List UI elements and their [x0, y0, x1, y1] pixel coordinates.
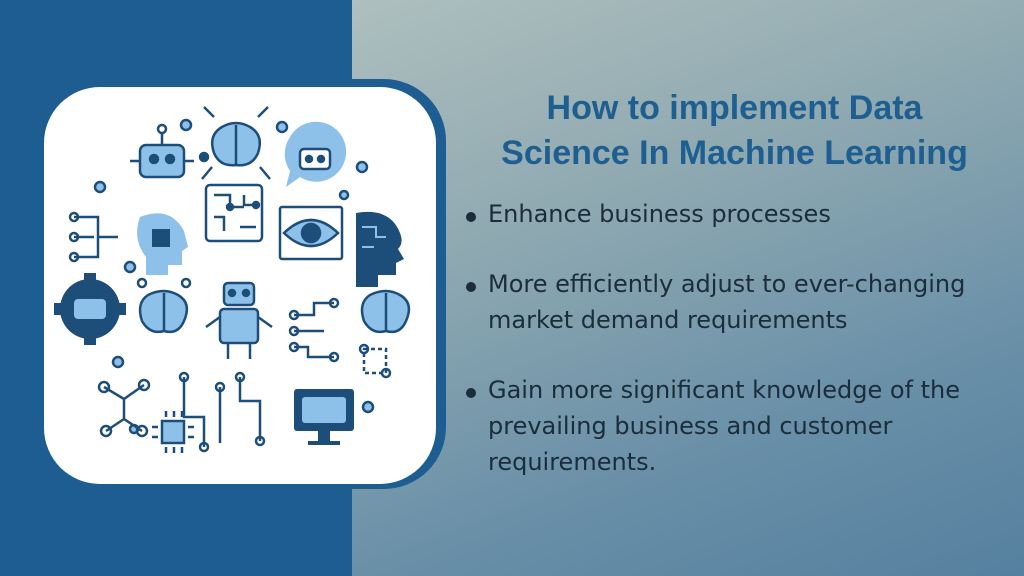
- bullet-dot: [466, 212, 476, 222]
- circuit-board-icon: [204, 183, 264, 243]
- brain-icon: [136, 277, 192, 334]
- brain-circuit-icon: [201, 106, 271, 180]
- circuit-board-icon: [288, 297, 340, 363]
- humanoid-robot-icon: [205, 281, 273, 359]
- bullet-item: Enhance business processes: [466, 196, 1006, 232]
- bullet-item: More efficiently adjust to ever-changing…: [466, 266, 1006, 338]
- bullet-text: Gain more significant knowledge of the: [488, 376, 961, 404]
- bullet-list: Enhance business processes More efficien…: [466, 196, 1006, 480]
- slide-title: How to implement Data Science In Machine…: [452, 86, 1017, 176]
- brain-icon: [360, 289, 411, 334]
- bullet-text: prevailing business and customer: [488, 412, 893, 440]
- bullet-dot: [466, 282, 476, 292]
- bullet-text: market demand requirements: [488, 306, 848, 334]
- illustration-card: [44, 87, 436, 484]
- circuit-nodes: [68, 118, 390, 435]
- chip-icon: [152, 411, 194, 453]
- bullet-text: requirements.: [488, 448, 657, 476]
- eye-icon: [278, 205, 344, 261]
- robot-icon: [130, 123, 194, 179]
- bullet-text: More efficiently adjust to ever-changing: [488, 270, 966, 298]
- title-line-2: Science In Machine Learning: [501, 134, 968, 172]
- network-icon: [97, 378, 151, 438]
- ai-head-icon: [356, 211, 404, 287]
- bullet-text: Enhance business processes: [488, 200, 831, 228]
- bullet-dot: [466, 388, 476, 398]
- gear-robot-icon: [54, 273, 126, 345]
- ai-illustration: [54, 106, 411, 453]
- title-line-1: How to implement Data: [546, 89, 923, 127]
- bullet-item: Gain more significant knowledge of the p…: [466, 372, 1006, 480]
- network-icon: [68, 211, 118, 263]
- network-icon: [358, 343, 392, 379]
- chat-robot-icon: [284, 121, 347, 187]
- head-chip-icon: [137, 213, 188, 275]
- monitor-robot-icon: [294, 389, 354, 445]
- circuit-board-icon: [178, 371, 266, 453]
- right-panel: [352, 0, 1024, 576]
